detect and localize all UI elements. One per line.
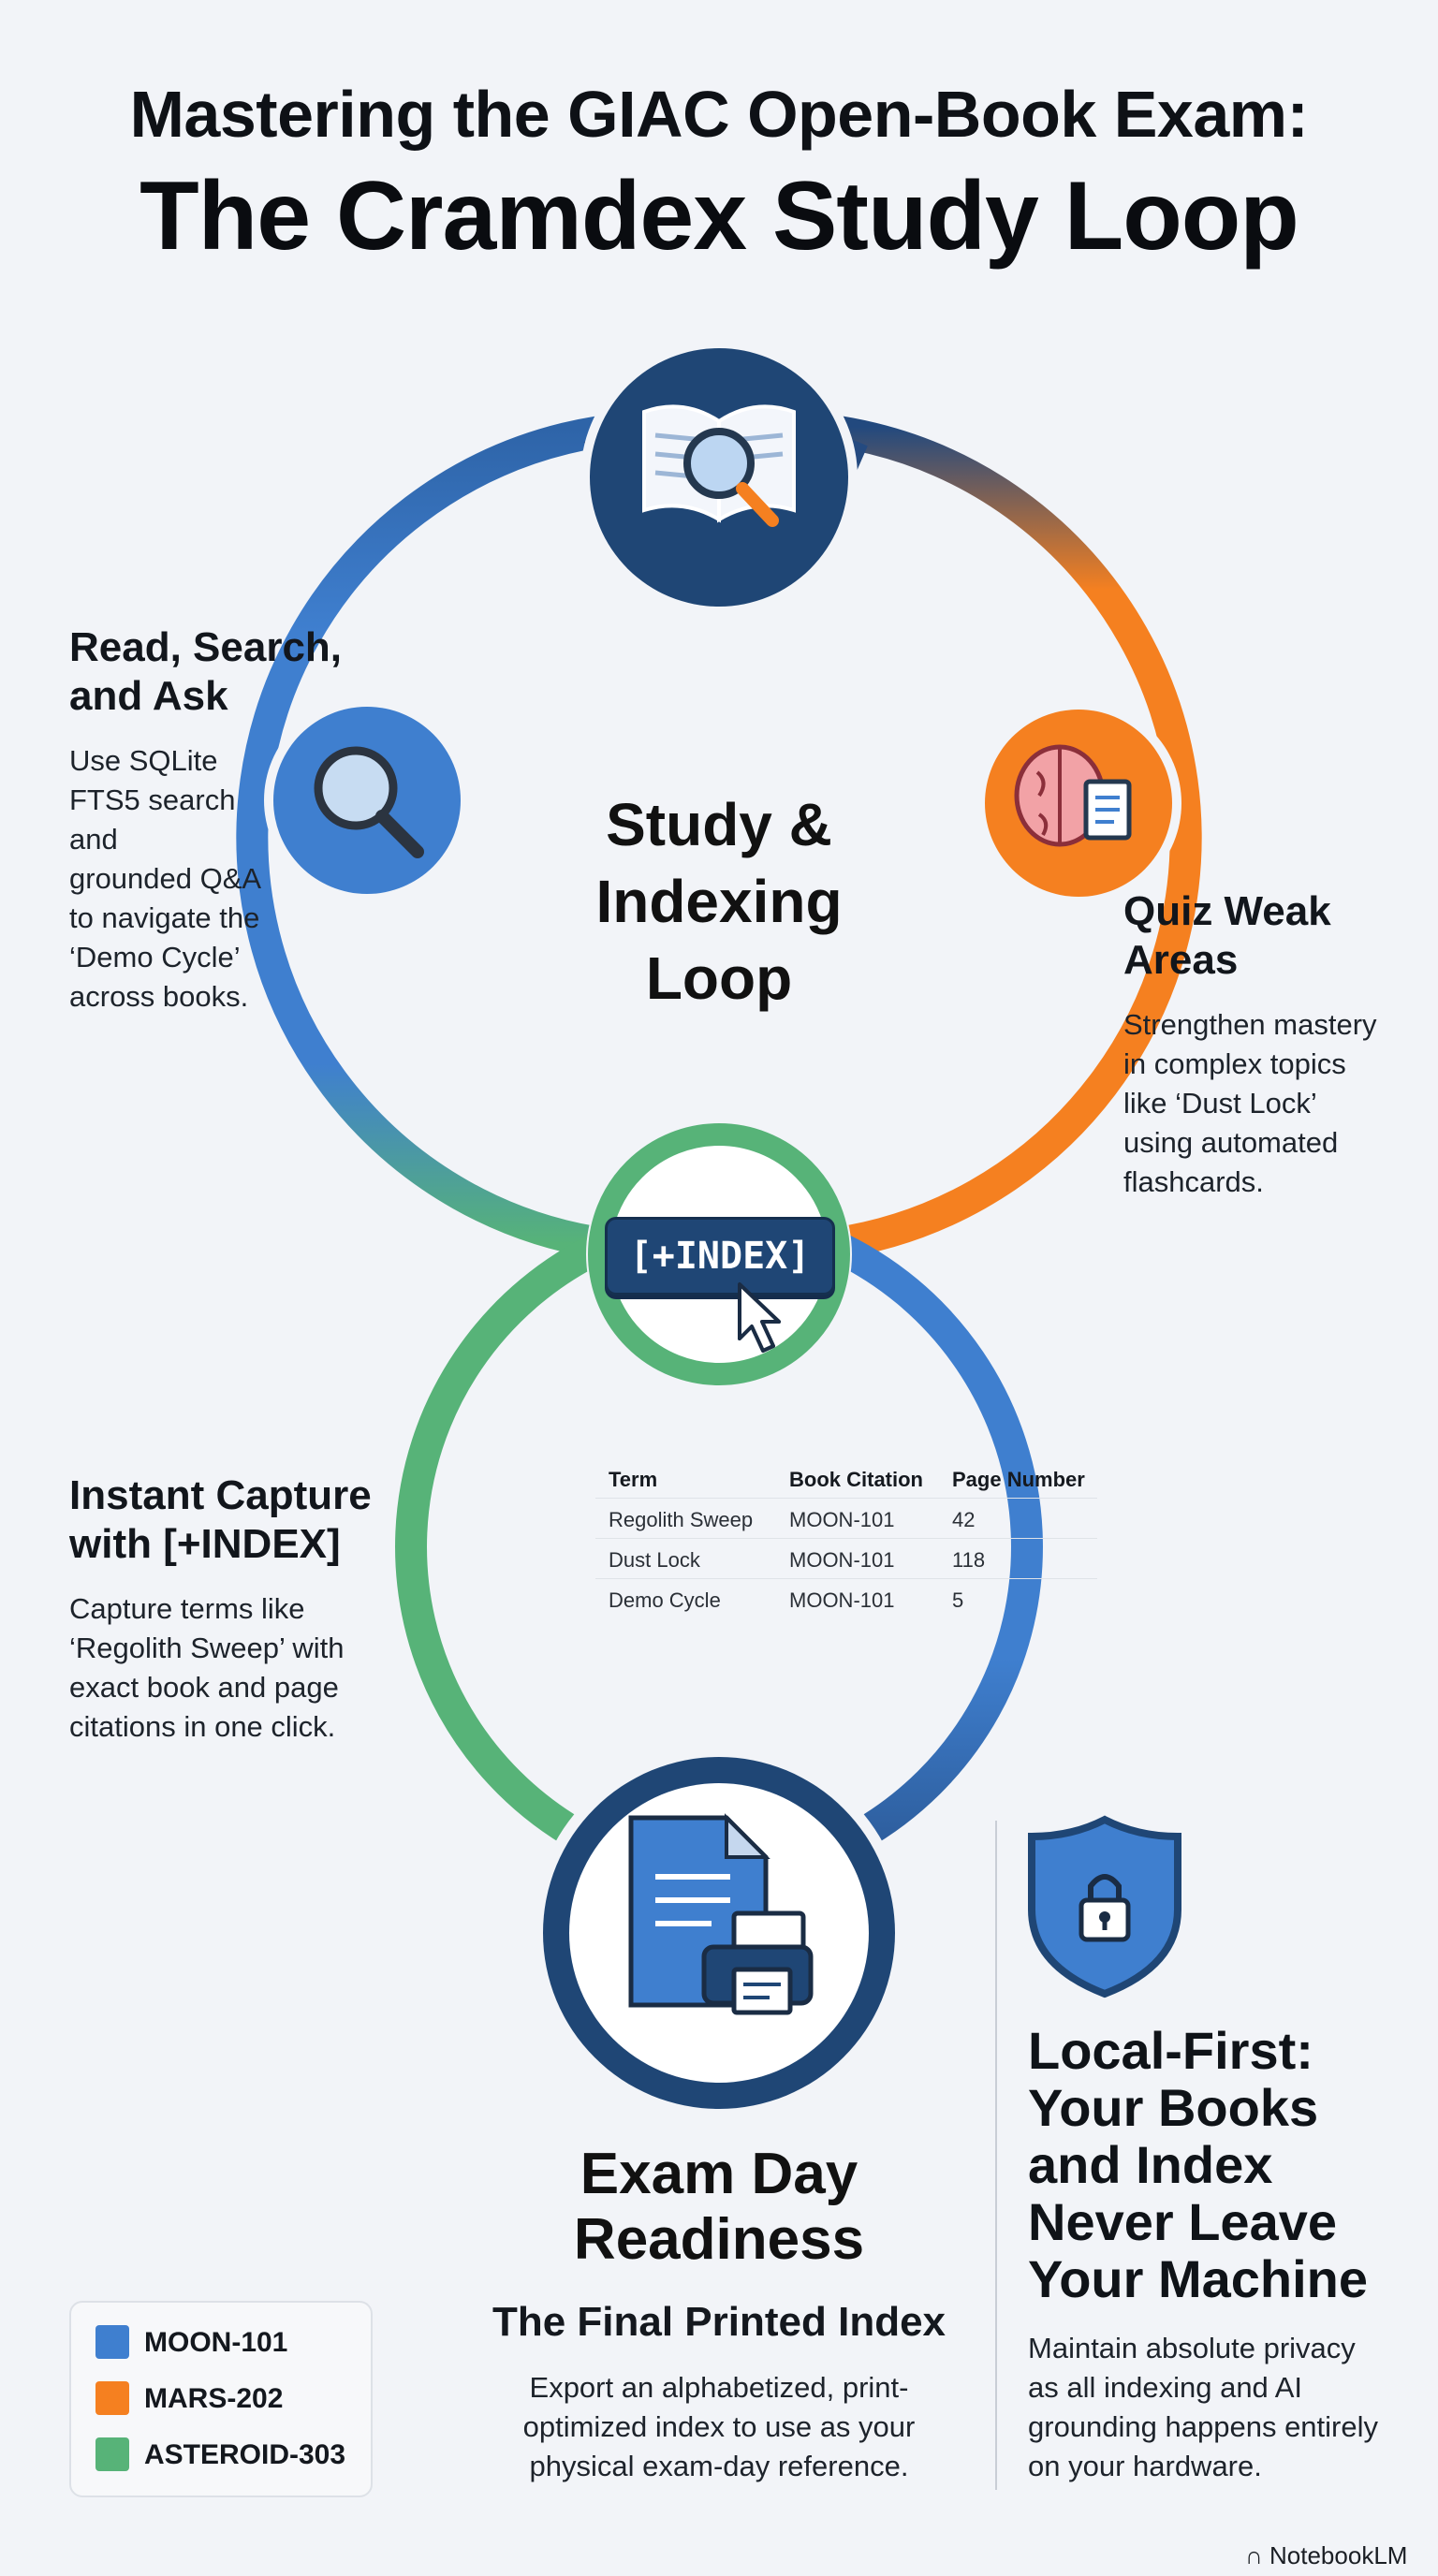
loop-label-line1: Study &	[606, 791, 832, 858]
capture-heading-line2: with [+INDEX]	[69, 1521, 341, 1567]
exam-heading-line1: Exam Day	[580, 2142, 858, 2206]
brand-watermark: ∩ NotebookLM	[1245, 2541, 1407, 2570]
capture-section: Instant Capture with [+INDEX] Capture te…	[69, 1471, 406, 1747]
quiz-desc-line: Strengthen mastery	[1123, 1008, 1377, 1041]
quiz-description: Strengthen mastery in complex topics lik…	[1123, 1005, 1423, 1202]
capture-desc-line: citations in one click.	[69, 1710, 336, 1743]
local-heading-line: Your Books	[1028, 2078, 1319, 2137]
page-title-line2: The Cramdex Study Loop	[139, 162, 1299, 271]
loop-label-line2: Indexing	[595, 868, 843, 935]
table-cell: MOON-101	[789, 1588, 895, 1612]
quiz-heading-line2: Areas	[1123, 937, 1239, 983]
exam-subheading: The Final Printed Index	[492, 2299, 946, 2345]
read-desc-line: grounded Q&A	[69, 862, 262, 895]
cursor-overlay-icon	[738, 1282, 781, 1353]
table-cell: Regolith Sweep	[609, 1508, 754, 1531]
capture-heading: Instant Capture with [+INDEX]	[69, 1471, 406, 1569]
notebook-logo-icon: ∩	[1245, 2541, 1263, 2569]
legend-label: ASTEROID-303	[144, 2439, 346, 2470]
read-desc-line: ‘Demo Cycle’	[69, 941, 241, 973]
local-desc-line: grounding happens entirely	[1028, 2410, 1378, 2443]
exam-desc-line: optimized index to use as your	[522, 2410, 916, 2443]
local-desc-line: as all indexing and AI	[1028, 2371, 1302, 2404]
exam-desc-line: Export an alphabetized, print-	[529, 2371, 909, 2404]
read-desc-line: Use SQLite	[69, 744, 218, 777]
quiz-desc-line: like ‘Dust Lock’	[1123, 1087, 1317, 1120]
table-header-cell: Book Citation	[789, 1468, 923, 1491]
book-magnifier-icon	[580, 339, 858, 616]
table-cell: Demo Cycle	[609, 1588, 721, 1612]
index-button-label: [+INDEX]	[629, 1235, 811, 1278]
table-row: Demo Cycle MOON-101 5	[595, 1579, 1097, 1618]
local-desc-line: Maintain absolute privacy	[1028, 2332, 1356, 2364]
legend: MOON-101 MARS-202 ASTEROID-303	[69, 2301, 373, 2497]
read-desc-line: to navigate the	[69, 901, 260, 934]
capture-desc-line: ‘Regolith Sweep’ with	[69, 1632, 345, 1664]
capture-desc-line: Capture terms like	[69, 1592, 305, 1625]
brain-document-icon	[976, 700, 1181, 906]
page-title-line1: Mastering the GIAC Open-Book Exam:	[129, 78, 1309, 151]
table-header-row: Term Book Citation Page Number	[595, 1458, 1097, 1499]
quiz-heading-line1: Quiz Weak	[1123, 888, 1331, 934]
quiz-desc-line: using automated	[1123, 1126, 1339, 1159]
loop-center-label: Study & Indexing Loop	[524, 786, 914, 1017]
capture-description: Capture terms like ‘Regolith Sweep’ with…	[69, 1589, 406, 1747]
table-cell: MOON-101	[789, 1548, 895, 1572]
shield-lock-icon	[1028, 1815, 1181, 1998]
table-cell: 5	[952, 1588, 964, 1612]
table-header-cell: Page Number	[952, 1468, 1085, 1491]
read-heading: Read, Search, and Ask	[69, 623, 369, 721]
table-cell: 118	[952, 1548, 986, 1572]
quiz-desc-line: flashcards.	[1123, 1165, 1264, 1198]
read-heading-line1: Read, Search,	[69, 624, 343, 670]
index-table: Term Book Citation Page Number Regolith …	[595, 1458, 1097, 1618]
table-cell: 42	[952, 1508, 976, 1531]
table-row: Dust Lock MOON-101 118	[595, 1539, 1097, 1579]
capture-heading-line1: Instant Capture	[69, 1472, 372, 1518]
table-cell: Dust Lock	[609, 1548, 700, 1572]
legend-swatch	[95, 2437, 129, 2471]
quiz-section: Quiz Weak Areas Strengthen mastery in co…	[1123, 887, 1423, 1202]
read-desc-line: FTS5 search	[69, 783, 236, 816]
loop-label-line3: Loop	[645, 944, 793, 1012]
local-heading-line: Local-First:	[1028, 2021, 1313, 2080]
exam-desc-line: physical exam-day reference.	[529, 2450, 909, 2482]
lower-ring	[395, 1229, 1043, 1851]
vertical-divider	[995, 1821, 997, 2490]
legend-label: MARS-202	[144, 2383, 284, 2414]
table-row: Regolith Sweep MOON-101 42	[595, 1499, 1097, 1539]
local-heading: Local-First: Your Books and Index Never …	[1028, 2022, 1421, 2307]
legend-label: MOON-101	[144, 2327, 288, 2358]
local-description: Maintain absolute privacy as all indexin…	[1028, 2329, 1421, 2486]
legend-swatch	[95, 2381, 129, 2415]
exam-heading: Exam Day Readiness	[446, 2142, 992, 2273]
brand-label: NotebookLM	[1269, 2541, 1408, 2569]
local-heading-line: and Index	[1028, 2135, 1273, 2194]
read-desc-line: across books.	[69, 980, 249, 1013]
document-printer-icon	[532, 1746, 906, 2120]
local-heading-line: Never Leave	[1028, 2192, 1338, 2251]
exam-heading-line2: Readiness	[573, 2207, 865, 2272]
read-heading-line2: and Ask	[69, 673, 228, 719]
local-heading-line: Your Machine	[1028, 2249, 1369, 2308]
capture-desc-line: exact book and page	[69, 1671, 339, 1704]
quiz-heading: Quiz Weak Areas	[1123, 887, 1423, 985]
read-section: Read, Search, and Ask Use SQLite FTS5 se…	[69, 623, 369, 1017]
magnifier-icon	[264, 697, 470, 903]
table-cell: MOON-101	[789, 1508, 895, 1531]
legend-swatch	[95, 2325, 129, 2359]
quiz-desc-line: in complex topics	[1123, 1047, 1346, 1080]
read-desc-line: and	[69, 823, 118, 856]
exam-description: Export an alphabetized, print- optimized…	[487, 2368, 951, 2486]
local-desc-line: on your hardware.	[1028, 2450, 1262, 2482]
index-button[interactable]: [+INDEX]	[605, 1217, 835, 1295]
read-description: Use SQLite FTS5 search and grounded Q&A …	[69, 741, 369, 1017]
table-header-cell: Term	[609, 1468, 658, 1491]
